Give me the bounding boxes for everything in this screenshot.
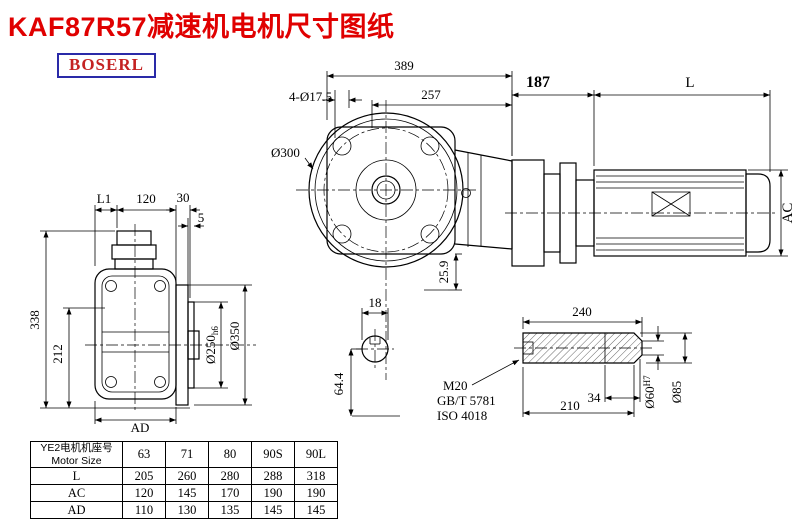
table-header-row: YE2电机机座号 Motor Size 63 71 80 90S 90L bbox=[30, 441, 338, 468]
table-header-cell: 90L bbox=[294, 441, 338, 468]
motor-size-table: YE2电机机座号 Motor Size 63 71 80 90S 90L L 2… bbox=[30, 441, 338, 519]
dim-212: 212 bbox=[50, 344, 65, 364]
dim-5: 5 bbox=[198, 210, 205, 225]
shaft-detail: 240 M20 GB/T 5781 ISO 4018 34 210 Ø60H7 … bbox=[437, 304, 692, 423]
table-cell: 170 bbox=[208, 484, 252, 502]
table-cell: 260 bbox=[165, 467, 209, 485]
dim-bore: Ø60H7 bbox=[642, 375, 657, 409]
fan-cowl bbox=[745, 173, 771, 253]
table-cell: 145 bbox=[165, 484, 209, 502]
table-cell: 130 bbox=[165, 501, 209, 519]
motor-view bbox=[505, 159, 778, 267]
oil-plug-icon bbox=[461, 188, 471, 198]
dim-flange-dia: Ø300 bbox=[271, 145, 300, 160]
table-cell: 190 bbox=[294, 484, 338, 502]
dim-338: 338 bbox=[27, 310, 42, 330]
dim-shaft-height: 64.4 bbox=[331, 372, 346, 395]
brand-logo: BOSERL bbox=[57, 53, 156, 78]
dim-30: 30 bbox=[177, 190, 190, 205]
table-header-cell: 90S bbox=[251, 441, 295, 468]
side-view-dimensions: L1 120 30 5 338 212 AD Ø250h6 Ø35 bbox=[27, 190, 252, 435]
row-label: L bbox=[30, 467, 123, 485]
dim-bore-tol: H7 bbox=[642, 375, 652, 386]
table-cell: 110 bbox=[122, 501, 166, 519]
row-label: AC bbox=[30, 484, 123, 502]
table-cell: 190 bbox=[251, 484, 295, 502]
table-row-AD: AD 110 130 135 145 145 bbox=[30, 501, 338, 519]
dim-ac: AC bbox=[780, 203, 796, 224]
dim-offset: 25.9 bbox=[436, 261, 451, 284]
dim-389: 389 bbox=[394, 58, 414, 73]
dim-bolt-holes: 4-Ø17.5 bbox=[289, 89, 332, 104]
front-view bbox=[296, 100, 513, 380]
dim-spigot-main: Ø250 bbox=[203, 335, 218, 364]
table-cell: 288 bbox=[251, 467, 295, 485]
motor-view-dimensions: 187 L AC bbox=[511, 74, 796, 257]
dim-key-width: 18 bbox=[369, 295, 382, 310]
brand-logo-text: BOSERL bbox=[69, 55, 144, 74]
standard-iso: ISO 4018 bbox=[437, 408, 487, 423]
dim-od: Ø85 bbox=[669, 381, 684, 403]
dim-l1: L1 bbox=[97, 191, 111, 206]
dim-187: 187 bbox=[526, 74, 550, 91]
standard-gbt: GB/T 5781 bbox=[437, 393, 496, 408]
dim-motor-length: L bbox=[685, 75, 694, 91]
table-cell: 280 bbox=[208, 467, 252, 485]
dim-ad: AD bbox=[131, 420, 150, 435]
table-header-cell: 80 bbox=[208, 441, 252, 468]
table-cell: 120 bbox=[122, 484, 166, 502]
keyway-detail: 18 64.4 bbox=[331, 295, 400, 417]
front-view-dimensions: 389 257 4-Ø17.5 Ø300 25.9 bbox=[271, 58, 513, 291]
dim-257: 257 bbox=[421, 87, 441, 102]
page-title: KAF87R57减速机电机尺寸图纸 bbox=[8, 12, 395, 42]
table-header-motor-size: YE2电机机座号 Motor Size bbox=[30, 441, 123, 468]
dim-34: 34 bbox=[588, 390, 602, 405]
dim-bore-main: Ø60 bbox=[642, 386, 657, 408]
table-cell: 145 bbox=[251, 501, 295, 519]
table-cell: 318 bbox=[294, 467, 338, 485]
dim-120: 120 bbox=[136, 191, 156, 206]
dim-240: 240 bbox=[572, 304, 592, 319]
dim-flange-350: Ø350 bbox=[227, 322, 242, 351]
table-cell: 135 bbox=[208, 501, 252, 519]
table-row-L: L 205 260 280 288 318 bbox=[30, 467, 338, 485]
motor-nameplate bbox=[651, 191, 691, 217]
table-header-cell: 63 bbox=[122, 441, 166, 468]
table-row-AC: AC 120 145 170 190 190 bbox=[30, 484, 338, 502]
table-header-cell: 71 bbox=[165, 441, 209, 468]
table-cell: 205 bbox=[122, 467, 166, 485]
table-header-en: Motor Size bbox=[51, 454, 102, 467]
dim-210: 210 bbox=[560, 398, 580, 413]
side-view bbox=[85, 224, 256, 412]
dim-spigot-dia: Ø250h6 bbox=[203, 326, 220, 364]
dim-spigot-tol: h6 bbox=[210, 326, 220, 336]
dim-thread: M20 bbox=[443, 378, 468, 393]
row-label: AD bbox=[30, 501, 123, 519]
table-cell: 145 bbox=[294, 501, 338, 519]
table-header-cn: YE2电机机座号 bbox=[40, 442, 113, 455]
